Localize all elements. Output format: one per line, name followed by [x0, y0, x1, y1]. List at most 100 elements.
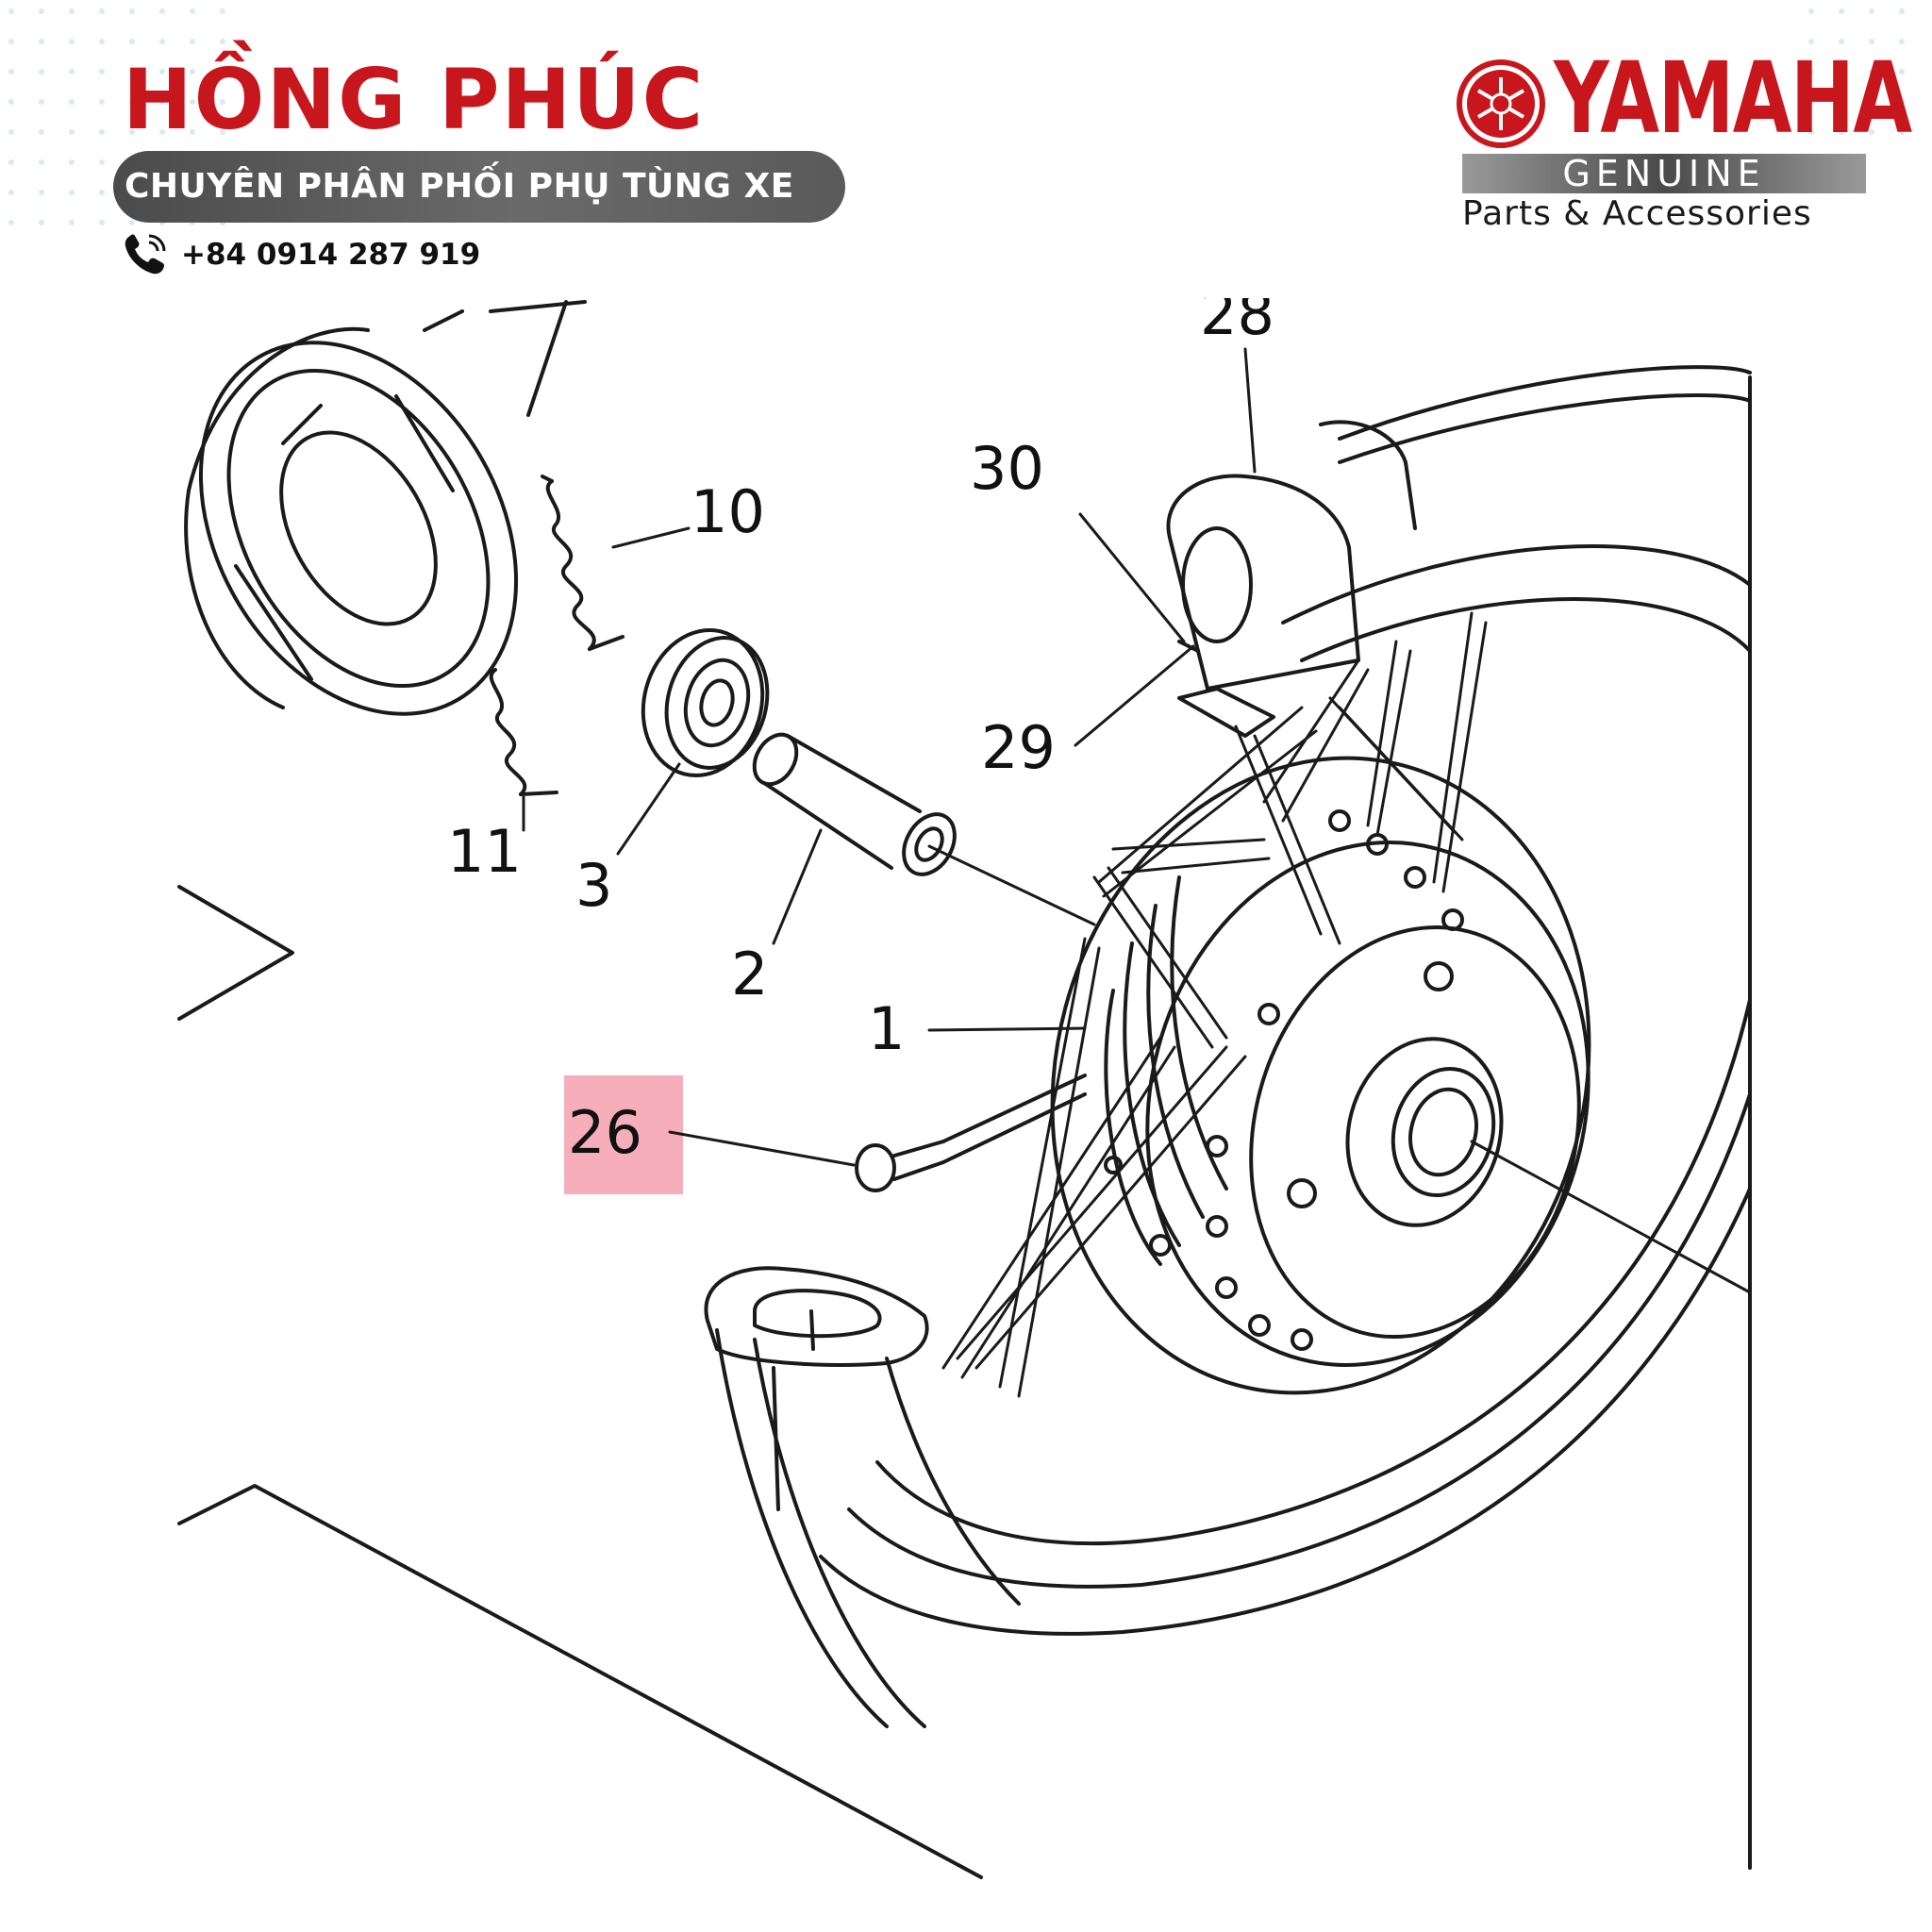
decorative-dot	[190, 129, 195, 135]
genuine-banner: GENUINE	[1462, 154, 1866, 193]
decorative-dot	[129, 220, 135, 225]
decorative-dot	[39, 190, 44, 195]
decorative-dot	[39, 159, 44, 165]
decorative-dot	[220, 129, 225, 135]
decorative-dot	[1839, 39, 1844, 44]
decorative-dot	[220, 69, 225, 75]
decorative-dot	[99, 190, 105, 195]
decorative-dot	[99, 39, 105, 44]
decorative-dot	[1899, 8, 1905, 14]
decorative-dot	[1808, 129, 1814, 135]
decorative-dot	[1839, 129, 1844, 135]
decorative-dot	[1839, 99, 1844, 105]
frame-outline	[177, 375, 1752, 1879]
phone-contact[interactable]: +84 0914 287 919	[121, 230, 480, 279]
decorative-dot	[159, 129, 165, 135]
spoke-nipple-26	[855, 1074, 1087, 1192]
callout-10: 10	[691, 477, 765, 546]
valve-assembly	[1166, 420, 1417, 738]
decorative-dot	[129, 129, 135, 135]
decorative-dot	[69, 8, 75, 14]
rim-lip	[704, 1266, 929, 1511]
decorative-dot	[1899, 39, 1905, 44]
decorative-dot	[190, 99, 195, 105]
decorative-dot	[159, 8, 165, 14]
wheel-rim	[715, 365, 1752, 1728]
callout-11: 11	[447, 817, 522, 886]
decorative-dot	[99, 129, 105, 135]
decorative-dot	[69, 69, 75, 75]
decorative-dot	[190, 39, 195, 44]
shop-brand-name: HỒNG PHÚC	[123, 51, 706, 148]
decorative-dot	[8, 129, 14, 135]
decorative-dot	[159, 99, 165, 105]
decorative-dot-grid-right	[1808, 8, 1905, 135]
callout-26-highlight	[564, 1075, 683, 1194]
callout-30: 30	[970, 434, 1044, 503]
decorative-dot	[99, 99, 105, 105]
decorative-dot	[39, 8, 44, 14]
wheel-hub	[1050, 756, 1591, 1395]
decorative-dot	[69, 220, 75, 225]
callout-2: 2	[731, 940, 769, 1008]
decorative-dot	[190, 69, 195, 75]
decorative-dot	[8, 69, 14, 75]
decorative-dot	[1899, 69, 1905, 75]
yamaha-wordmark: YAMAHA	[1554, 41, 1912, 156]
decorative-dot	[159, 69, 165, 75]
decorative-dot	[69, 129, 75, 135]
decorative-dot	[39, 220, 44, 225]
decorative-dot	[39, 129, 44, 135]
decorative-dot	[8, 159, 14, 165]
decorative-dot	[1899, 99, 1905, 105]
decorative-dot	[8, 39, 14, 44]
callout-26: 26	[568, 1098, 642, 1167]
decorative-dot	[1808, 8, 1814, 14]
decorative-dot	[39, 99, 44, 105]
shop-tagline: CHUYÊN PHÂN PHỐI PHỤ TÙNG XE MÁY	[113, 151, 845, 277]
decorative-dot	[1808, 39, 1814, 44]
decorative-dot	[190, 8, 195, 14]
decorative-dot	[1808, 99, 1814, 105]
decorative-dot	[159, 39, 165, 44]
decorative-dot	[69, 39, 75, 44]
decorative-dot	[99, 159, 105, 165]
decorative-dot	[99, 8, 105, 14]
decorative-dot	[129, 99, 135, 105]
phone-number: +84 0914 287 919	[181, 238, 481, 272]
decorative-dot	[129, 39, 135, 44]
spring-10	[541, 475, 625, 651]
collar-2	[752, 732, 957, 876]
decorative-dot	[1839, 69, 1844, 75]
decorative-dot	[1869, 8, 1874, 14]
decorative-dot	[8, 220, 14, 225]
decorative-dot	[220, 99, 225, 105]
decorative-dot	[39, 69, 44, 75]
brake-shoe-assembly	[184, 300, 587, 716]
callout-3: 3	[575, 851, 613, 920]
decorative-dot	[69, 159, 75, 165]
decorative-dot	[8, 190, 14, 195]
decorative-dot	[69, 190, 75, 195]
callout-1: 1	[868, 994, 906, 1063]
decorative-dot	[1869, 69, 1874, 75]
parts-accessories-text: Parts & Accessories	[1462, 194, 1812, 233]
decorative-dot	[8, 8, 14, 14]
leader-lines	[522, 347, 1752, 1294]
decorative-dot	[129, 69, 135, 75]
decorative-dot	[129, 8, 135, 14]
callout-29: 29	[981, 713, 1056, 782]
bearing-3	[641, 627, 770, 778]
decorative-dot	[1808, 69, 1814, 75]
wheel-spokes	[941, 611, 1488, 1398]
decorative-dot	[99, 69, 105, 75]
hub-holes	[1104, 809, 1464, 1351]
decorative-dot	[220, 39, 225, 44]
decorative-dot	[99, 220, 105, 225]
decorative-dot	[1869, 39, 1874, 44]
decorative-dot	[1869, 99, 1874, 105]
decorative-dot	[39, 39, 44, 44]
decorative-dot	[8, 99, 14, 105]
phone-icon	[125, 234, 166, 275]
